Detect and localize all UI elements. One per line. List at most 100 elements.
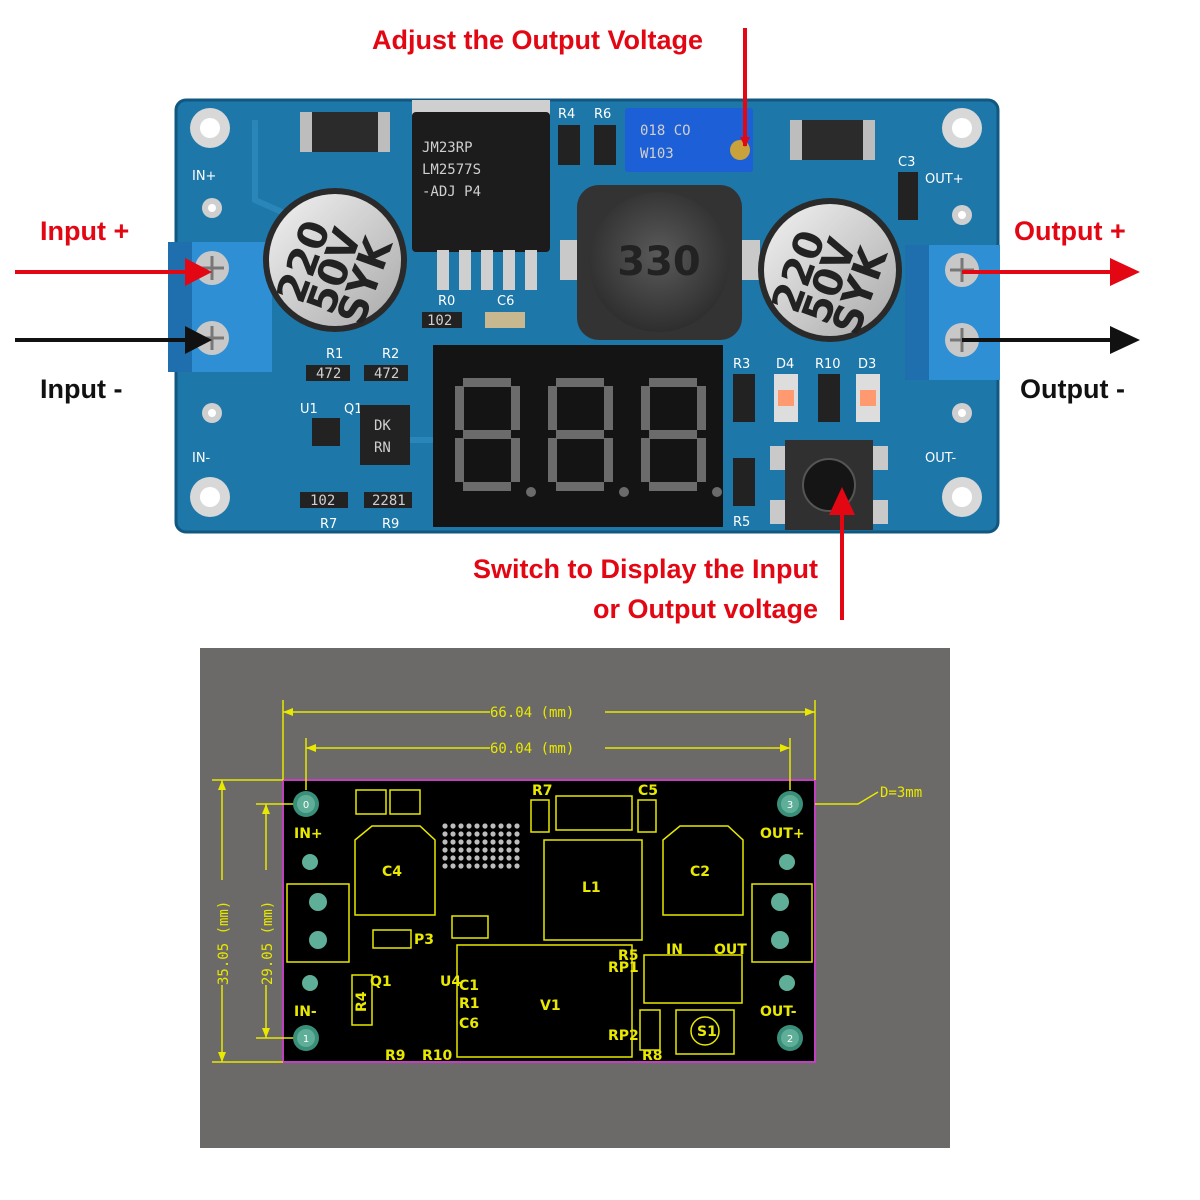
segment: [556, 378, 604, 387]
silk-r9: R9: [382, 517, 399, 532]
board-photo: IN+ IN- OUT+ OUT- JM23RP LM2577S: [168, 98, 1000, 534]
potentiometer: 018 CO W103: [625, 108, 753, 172]
via: [482, 839, 488, 845]
silk-r7: R7: [320, 517, 337, 532]
silk-c3: C3: [898, 155, 915, 170]
via: [458, 847, 464, 853]
via: [442, 855, 448, 861]
via: [458, 831, 464, 837]
regulator-ic: JM23RP LM2577S -ADJ P4: [412, 100, 550, 290]
via: [482, 847, 488, 853]
via: [450, 839, 456, 845]
display-digits: [455, 378, 722, 497]
dim-width-outer: 66.04 (mm): [490, 705, 574, 721]
via: [466, 839, 472, 845]
via: [506, 855, 512, 861]
via: [450, 863, 456, 869]
via: [506, 839, 512, 845]
via: [506, 863, 512, 869]
via: [514, 847, 520, 853]
via: [514, 839, 520, 845]
silk-d3: D3: [858, 357, 876, 372]
silk-r5: R5: [733, 515, 750, 530]
via: [498, 855, 504, 861]
ic-line-1: JM23RP: [422, 140, 473, 156]
layout-p3: P3: [414, 932, 434, 948]
silk-out-minus: OUT-: [925, 451, 956, 466]
smd-r2: 472: [374, 366, 399, 382]
via: [458, 839, 464, 845]
note-switch-line-2: or Output voltage: [593, 594, 818, 624]
via: [442, 847, 448, 853]
via: [490, 823, 496, 829]
dim-width-inner: 60.04 (mm): [490, 741, 574, 757]
hole-0-label: 0: [303, 800, 309, 811]
layout-c2: C2: [690, 864, 710, 880]
layout-c5: C5: [638, 783, 658, 799]
dimension-lines: [212, 700, 879, 1063]
via: [482, 863, 488, 869]
segment: [455, 386, 464, 430]
segment: [649, 482, 697, 491]
via: [482, 855, 488, 861]
segment: [604, 438, 613, 482]
silk-u1: U1: [300, 402, 318, 417]
via: [490, 855, 496, 861]
layout-out-minus: OUT-: [760, 1004, 797, 1020]
segment: [463, 430, 511, 439]
via: [450, 831, 456, 837]
via: [490, 863, 496, 869]
via: [474, 863, 480, 869]
via: [490, 839, 496, 845]
via: [458, 863, 464, 869]
layout-r4: R4: [354, 991, 370, 1012]
via: [466, 863, 472, 869]
decimal-point: [619, 487, 629, 497]
via: [474, 823, 480, 829]
layout-in-plus: IN+: [294, 826, 323, 842]
layout-q1: Q1: [370, 974, 392, 990]
smd-r0: 102: [427, 313, 452, 329]
segment: [556, 482, 604, 491]
via-grid: [442, 823, 520, 869]
layout-r10: R10: [422, 1048, 453, 1064]
note-adjust-voltage: Adjust the Output Voltage: [372, 25, 703, 55]
smd-r1: 472: [316, 366, 341, 382]
tactile-switch: [770, 440, 888, 530]
inductor: 330: [560, 185, 760, 340]
dim-hole-diameter: D=3mm: [880, 785, 922, 801]
via: [474, 847, 480, 853]
silk-q1: Q1: [344, 402, 363, 417]
via: [442, 863, 448, 869]
via: [474, 855, 480, 861]
layout-holes: 0 1 2 3: [293, 791, 803, 1051]
mounting-holes: [190, 108, 982, 517]
silk-r4: R4: [558, 107, 575, 122]
layout-c4: C4: [382, 864, 402, 880]
output-terminal-block: [905, 245, 1000, 380]
via: [442, 839, 448, 845]
hole-1-label: 1: [303, 1034, 309, 1045]
via: [498, 863, 504, 869]
via: [442, 831, 448, 837]
hole-3-label: 3: [787, 800, 793, 811]
dim-height-outer: 35.05 (mm): [216, 901, 232, 985]
via: [498, 831, 504, 837]
via: [466, 831, 472, 837]
layout-r5: R5: [618, 948, 639, 964]
pot-line-1: 018 CO: [640, 123, 691, 139]
via: [474, 839, 480, 845]
note-input-plus: Input +: [40, 216, 129, 246]
via: [466, 823, 472, 829]
layout-switch-s1: S1: [675, 1009, 735, 1055]
via: [482, 823, 488, 829]
layout-r1: R1: [459, 996, 480, 1012]
silk-in-plus: IN+: [192, 169, 216, 184]
silk-r3: R3: [733, 357, 750, 372]
segment: [697, 386, 706, 430]
layout-r9: R9: [385, 1048, 406, 1064]
via: [514, 855, 520, 861]
silk-out-plus: OUT+: [925, 172, 964, 187]
layout-s1: S1: [697, 1024, 717, 1040]
via: [514, 823, 520, 829]
